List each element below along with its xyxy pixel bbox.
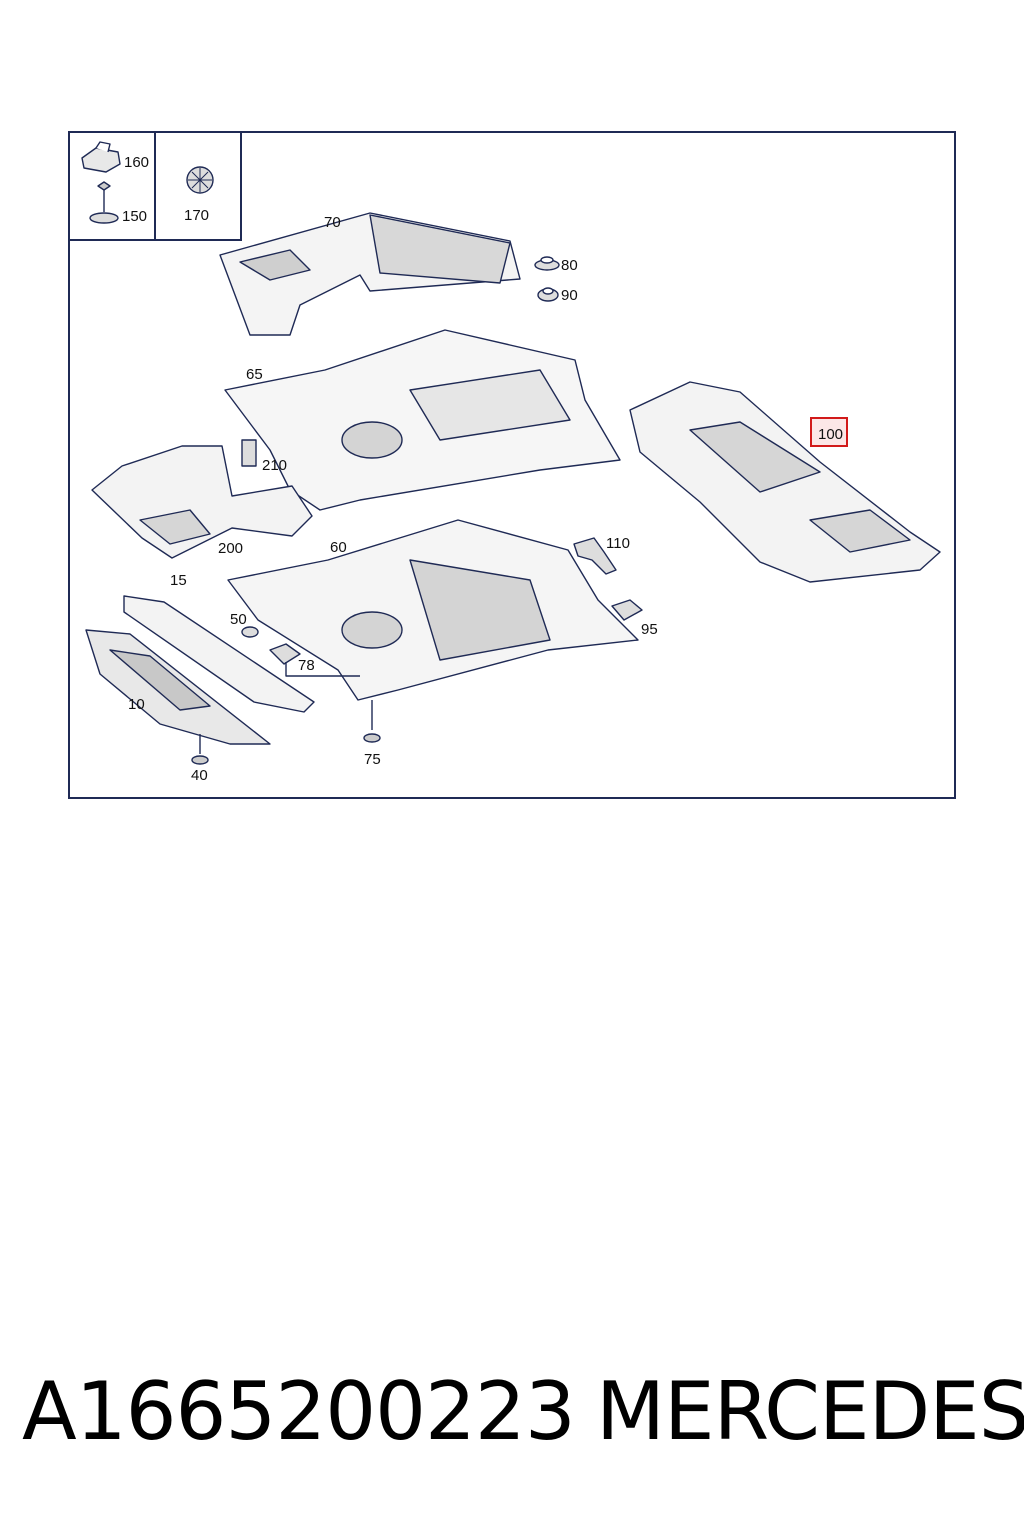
- part-40-screw: [191, 734, 209, 765]
- callout-160: 160: [124, 154, 150, 171]
- part-210-clip: [241, 439, 257, 467]
- part-78-clip: [269, 643, 360, 677]
- highlight-box-100: [810, 417, 848, 447]
- callout-90: 90: [561, 287, 578, 304]
- callout-60: 60: [330, 539, 347, 556]
- callout-100[interactable]: 100: [818, 426, 844, 443]
- brand-name: MERCEDES: [596, 1365, 1024, 1458]
- callout-10: 10: [128, 696, 145, 713]
- callout-150: 150: [122, 208, 148, 225]
- callout-15: 15: [170, 572, 187, 589]
- part-90-washer: [537, 287, 559, 302]
- callout-170: 170: [184, 207, 210, 224]
- callout-200: 200: [218, 540, 244, 557]
- diagram-frame: [68, 131, 956, 799]
- callout-70: 70: [324, 214, 341, 231]
- callout-65: 65: [246, 366, 263, 383]
- callout-80: 80: [561, 257, 578, 274]
- clip-nut-icon: [81, 141, 121, 173]
- callout-75: 75: [364, 751, 381, 768]
- part-70: [219, 212, 521, 336]
- part-95-clip: [611, 599, 643, 621]
- callout-110: 110: [606, 535, 630, 552]
- part-75-screw: [363, 700, 381, 743]
- part-100: [629, 381, 941, 583]
- callout-210: 210: [262, 457, 288, 474]
- part-60: [227, 519, 639, 701]
- callout-40: 40: [191, 767, 208, 784]
- callout-50: 50: [230, 611, 247, 628]
- callout-78: 78: [298, 657, 315, 674]
- callout-95: 95: [641, 621, 658, 638]
- part-50-nut: [241, 626, 259, 638]
- part-200: [91, 445, 313, 559]
- rivet-icon: [186, 166, 214, 194]
- part-15-strip: [123, 595, 315, 713]
- part-110-bracket: [573, 537, 617, 575]
- screw-icon: [89, 181, 119, 224]
- part-10-panel: [85, 629, 271, 745]
- part-80-nut: [534, 256, 560, 271]
- legend-divider: [154, 131, 156, 241]
- part-number: A1665200223: [22, 1365, 576, 1458]
- part-65: [224, 329, 621, 511]
